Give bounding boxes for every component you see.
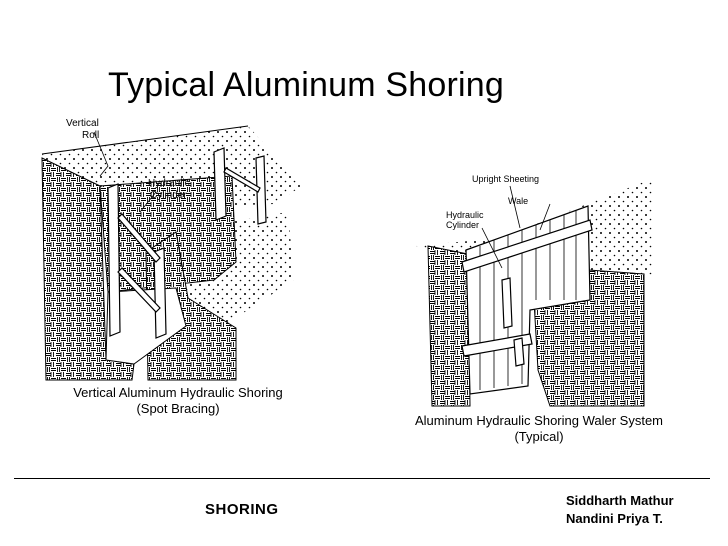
left-caption-line1: Vertical Aluminum Hydraulic Shoring xyxy=(73,385,283,400)
trench-wall-left-waler xyxy=(427,245,471,407)
label-cylinder-waler: Cylinder xyxy=(446,220,479,230)
label-wale: Wale xyxy=(508,196,528,206)
label-vertical: Vertical xyxy=(66,118,99,129)
vertical-shoring-diagram: Vertical Roll Hydraulic Cylinder xyxy=(41,118,302,381)
right-caption-line2: (Typical) xyxy=(514,429,564,444)
label-roll: Roll xyxy=(82,130,99,141)
hydraulic-cylinders-waler xyxy=(501,277,525,367)
author-2: Nandini Priya T. xyxy=(566,511,663,526)
authors: Siddharth Mathur Nandini Priya T. xyxy=(566,492,674,528)
vertical-rails xyxy=(107,147,267,339)
footer-divider xyxy=(14,478,710,479)
right-caption-line1: Aluminum Hydraulic Shoring Waler System xyxy=(414,413,664,428)
hydraulic-cylinders xyxy=(117,167,261,313)
trench-wall-right xyxy=(145,231,237,381)
left-caption: Vertical Aluminum Hydraulic Shoring (Spo… xyxy=(58,385,298,417)
author-1: Siddharth Mathur xyxy=(566,493,674,508)
label-hydraulic: Hydraulic xyxy=(148,178,190,189)
label-upright-sheeting: Upright Sheeting xyxy=(472,174,539,184)
slide-title: Typical Aluminum Shoring xyxy=(108,66,504,104)
label-hydraulic-waler: Hydraulic xyxy=(446,210,484,220)
trench-wall-back xyxy=(99,175,237,293)
footer-label: SHORING xyxy=(205,501,279,518)
left-caption-line2: (Spot Bracing) xyxy=(136,401,220,416)
waler-system-diagram: Upright Sheeting Wale Hydraulic Cylinder xyxy=(416,174,654,407)
label-cylinder: Cylinder xyxy=(150,190,187,201)
right-caption: Aluminum Hydraulic Shoring Waler System … xyxy=(408,413,670,445)
